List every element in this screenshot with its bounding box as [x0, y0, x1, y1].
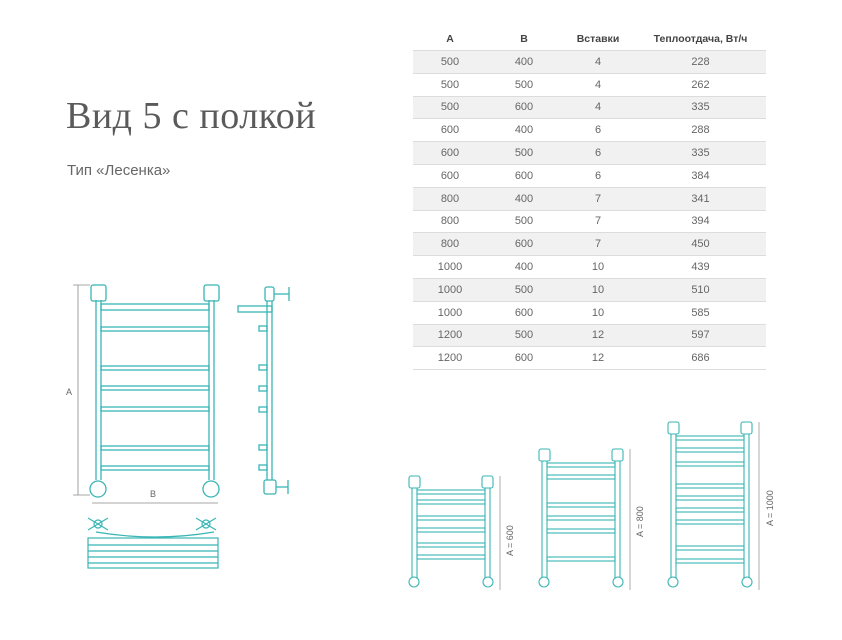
table-header-row: A B Вставки Теплоотдача, Вт/ч	[413, 28, 766, 51]
table-cell: 686	[635, 346, 766, 371]
table-cell: 6	[561, 118, 635, 143]
table-cell: 600	[487, 301, 561, 325]
table-cell: 10	[561, 255, 635, 279]
table-cell: 585	[635, 301, 766, 325]
table-cell: 7	[561, 232, 635, 257]
table-cell: 600	[413, 164, 487, 188]
table-cell: 600	[413, 141, 487, 165]
front-view-drawing	[73, 284, 220, 504]
table-cell: 600	[413, 118, 487, 143]
table-cell: 12	[561, 346, 635, 371]
dim-label-a600: A = 600	[505, 525, 515, 556]
table-cell: 341	[635, 187, 766, 211]
table-cell: 500	[487, 73, 561, 97]
table-cell: 228	[635, 50, 766, 74]
table-cell: 400	[487, 118, 561, 143]
radiator-a800-drawing	[538, 448, 631, 590]
table-cell: 1000	[413, 301, 487, 325]
table-cell: 400	[487, 187, 561, 211]
table-cell: 500	[487, 210, 561, 234]
table-cell: 1000	[413, 278, 487, 302]
radiator-a1000-drawing	[667, 421, 760, 590]
table-cell: 7	[561, 210, 635, 234]
table-cell: 600	[487, 232, 561, 257]
table-cell: 500	[413, 73, 487, 97]
page-subtitle: Тип «Лесенка»	[67, 162, 171, 179]
table-cell: 600	[487, 346, 561, 371]
table-cell: 597	[635, 324, 766, 348]
table-cell: 450	[635, 232, 766, 257]
table-cell: 4	[561, 50, 635, 74]
dim-label-a: A	[66, 387, 72, 397]
table-cell: 500	[413, 50, 487, 74]
table-cell: 800	[413, 187, 487, 211]
table-cell: 1000	[413, 255, 487, 279]
table-cell: 500	[413, 96, 487, 120]
table-cell: 10	[561, 301, 635, 325]
table-cell: 335	[635, 141, 766, 165]
header-a: A	[446, 33, 454, 45]
table-cell: 1200	[413, 324, 487, 348]
table-cell: 510	[635, 278, 766, 302]
table-cell: 1200	[413, 346, 487, 371]
dim-label-a1000: A = 1000	[765, 490, 775, 526]
table-cell: 4	[561, 96, 635, 120]
table-cell: 800	[413, 210, 487, 234]
table-cell: 600	[487, 164, 561, 188]
table-cell: 500	[487, 141, 561, 165]
table-cell: 800	[413, 232, 487, 257]
table-cell: 6	[561, 141, 635, 165]
table-cell: 600	[487, 96, 561, 120]
table-cell: 4	[561, 73, 635, 97]
table-cell: 6	[561, 164, 635, 188]
table-cell: 400	[487, 255, 561, 279]
table-cell: 394	[635, 210, 766, 234]
table-cell: 262	[635, 73, 766, 97]
header-heat-output: Теплоотдача, Вт/ч	[653, 33, 748, 45]
table-cell: 500	[487, 324, 561, 348]
table-cell: 439	[635, 255, 766, 279]
table-cell: 7	[561, 187, 635, 211]
table-cell: 335	[635, 96, 766, 120]
top-view-drawing	[87, 517, 219, 569]
side-view-drawing	[237, 286, 290, 495]
table-cell: 400	[487, 50, 561, 74]
table-cell: 12	[561, 324, 635, 348]
radiator-a600-drawing	[408, 475, 501, 590]
table-cell: 500	[487, 278, 561, 302]
table-cell: 10	[561, 278, 635, 302]
page-title: Вид 5 с полкой	[66, 95, 317, 137]
table-cell: 288	[635, 118, 766, 143]
header-b: B	[520, 33, 528, 45]
header-inserts: Вставки	[576, 33, 620, 45]
dim-label-b: B	[150, 489, 156, 499]
table-cell: 384	[635, 164, 766, 188]
dim-label-a800: A = 800	[635, 506, 645, 537]
